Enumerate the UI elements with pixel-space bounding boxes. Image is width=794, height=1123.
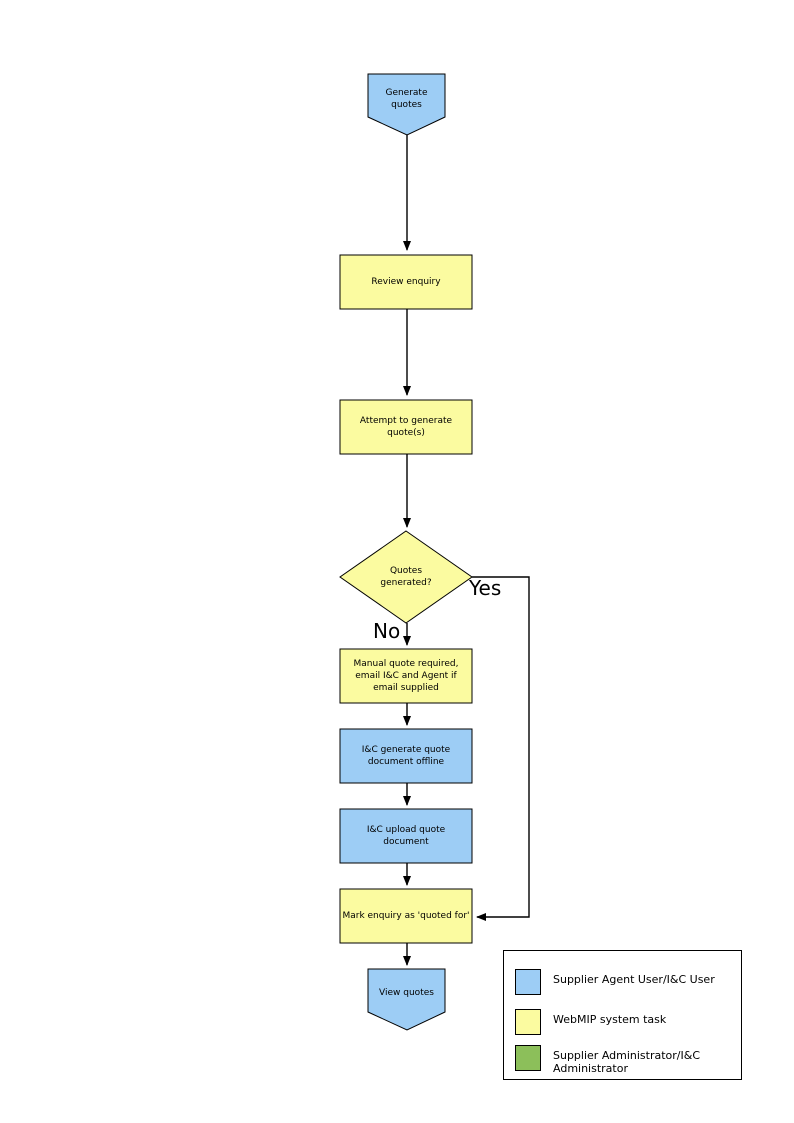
- legend-item-supplier-agent-user: Supplier Agent User/I&C User: [515, 969, 715, 995]
- node-view-quotes[interactable]: [367, 968, 446, 1031]
- node-ic-upload-quote-document[interactable]: [339, 808, 473, 864]
- node-manual-quote-required[interactable]: [339, 648, 473, 704]
- legend-label-system-task: WebMIP system task: [553, 1013, 667, 1026]
- node-mark-enquiry-quoted-for[interactable]: [339, 888, 473, 944]
- legend-item-supplier-administrator: Supplier Administrator/I&C Administrator: [515, 1045, 700, 1075]
- legend: Supplier Agent User/I&C User WebMIP syst…: [503, 950, 742, 1080]
- node-generate-quotes[interactable]: [367, 73, 446, 136]
- legend-label-admin-task: Supplier Administrator/I&C Administrator: [553, 1049, 701, 1075]
- node-quotes-generated-decision[interactable]: [339, 530, 473, 624]
- edge-decision-yes-to-mark-enquiry: [472, 576, 530, 921]
- legend-label-user-task: Supplier Agent User/I&C User: [553, 973, 715, 986]
- legend-item-webmip-system-task: WebMIP system task: [515, 1009, 666, 1035]
- edge-label-no: No: [373, 619, 401, 643]
- edge-label-yes: Yes: [469, 576, 502, 600]
- legend-swatch-user-task: [515, 969, 541, 995]
- node-ic-generate-quote-offline[interactable]: [339, 728, 473, 784]
- node-review-enquiry[interactable]: [339, 254, 473, 310]
- legend-swatch-admin-task: [515, 1045, 541, 1071]
- node-attempt-generate-quotes[interactable]: [339, 399, 473, 455]
- legend-swatch-system-task: [515, 1009, 541, 1035]
